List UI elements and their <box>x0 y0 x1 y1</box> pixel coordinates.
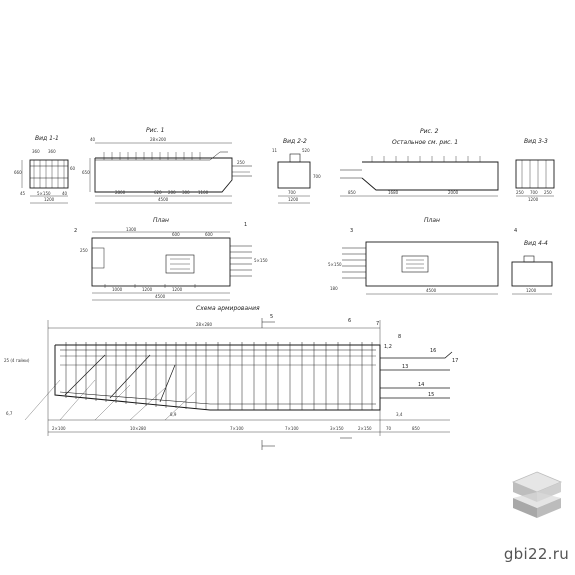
dim-label: 660 <box>14 170 22 175</box>
view-2-2 <box>277 153 311 204</box>
dim-label: 600 <box>172 232 180 237</box>
dim-label: 1200 <box>526 288 537 293</box>
dim-label: 1000 <box>112 287 123 292</box>
dim-label: 7×100 <box>230 426 244 431</box>
dim-label: 180 <box>330 286 338 291</box>
reinforcement-scheme <box>24 318 453 450</box>
title-view-3-3: Вид 3-3 <box>524 138 548 145</box>
dim-label: 4500 <box>426 288 437 293</box>
title-view-1-1: Вид 1-1 <box>35 135 59 142</box>
dim-label: 3,4 <box>396 412 403 417</box>
dim-label: 40 <box>62 191 68 196</box>
section-mark: 1 <box>244 222 247 228</box>
section-mark: 16 <box>430 348 436 354</box>
section-mark: 13 <box>402 364 408 370</box>
watermark: gbi22.ru <box>503 545 569 563</box>
figure-1-elevation <box>89 142 252 204</box>
title-figure-2: Рис. 2 <box>420 128 439 135</box>
title-reinforcement-scheme: Схема армирования <box>196 305 260 312</box>
dim-label: 28×200 <box>150 137 167 142</box>
dim-label: 1200 <box>288 197 299 202</box>
section-mark: 17 <box>452 358 458 364</box>
dim-label: 1300 <box>126 227 137 232</box>
dim-label: 360 <box>48 149 56 154</box>
dim-label: 40 <box>90 137 96 142</box>
dim-label: 3×150 <box>330 426 344 431</box>
dim-label: 8,9 <box>170 412 177 417</box>
plan-1 <box>91 231 252 301</box>
dim-label: 5×150 <box>328 262 342 267</box>
figure-2-elevation <box>340 156 499 197</box>
dim-label: 28×280 <box>196 322 213 327</box>
dim-label: 650 <box>82 170 90 175</box>
dim-label: 70 <box>386 426 392 431</box>
title-figure-2-note: Остальное см. рис. 1 <box>392 139 458 146</box>
section-mark: 14 <box>418 382 424 388</box>
section-mark: 15 <box>428 392 434 398</box>
title-plan-2: План <box>424 217 440 224</box>
dim-label: 1200 <box>528 197 539 202</box>
dim-label: 4500 <box>155 294 166 299</box>
dim-label: 1100 <box>198 190 209 195</box>
view-4-4 <box>511 255 553 295</box>
dim-label: 10×280 <box>130 426 147 431</box>
dim-label: 700 <box>288 190 296 195</box>
dim-label: 700 <box>530 190 538 195</box>
dim-label: 250 <box>516 190 524 195</box>
dim-label: 1200 <box>44 197 55 202</box>
dim-label: 45 <box>20 191 26 196</box>
dim-label: 250 <box>80 248 88 253</box>
dim-label: 850 <box>412 426 420 431</box>
dim-label: 200 <box>168 190 176 195</box>
dim-label: 7×100 <box>285 426 299 431</box>
section-mark: 2 <box>74 228 77 234</box>
dim-label: 2000 <box>448 190 459 195</box>
dim-label: 4500 <box>158 197 169 202</box>
dim-label: 2×100 <box>52 426 66 431</box>
dim-label: 300 <box>182 190 190 195</box>
title-figure-1: Рис. 1 <box>146 127 164 134</box>
dim-label: 250 <box>237 160 245 165</box>
dim-label: 2×150 <box>358 426 372 431</box>
section-mark: 7 <box>376 321 379 327</box>
dim-label: 5×150 <box>254 258 268 263</box>
title-view-2-2: Вид 2-2 <box>283 138 307 145</box>
dim-label: 600 <box>205 232 213 237</box>
section-mark: 5 <box>270 314 273 320</box>
dim-label: 700 <box>313 174 321 179</box>
dim-label: 360 <box>32 149 40 154</box>
dim-label: 520 <box>302 148 310 153</box>
dim-label: 11 <box>272 148 278 153</box>
dim-label: 6,7 <box>6 411 13 416</box>
view-1-1 <box>21 159 69 204</box>
section-mark: 1,2 <box>384 344 392 350</box>
dim-label: 1680 <box>388 190 399 195</box>
dim-label: 25 (4 гайки) <box>4 358 30 363</box>
section-mark: 4 <box>514 228 517 234</box>
dim-label: 250 <box>544 190 552 195</box>
dim-label: 1200 <box>142 287 153 292</box>
dim-label: 850 <box>348 190 356 195</box>
dim-label: 1200 <box>172 287 183 292</box>
cube-logo-icon <box>511 471 563 518</box>
plan-2 <box>342 241 499 295</box>
title-plan-1: План <box>153 217 169 224</box>
view-3-3 <box>515 159 555 197</box>
section-mark: 6 <box>348 318 351 324</box>
dim-label: 60 <box>70 166 76 171</box>
dim-label: 2800 <box>115 190 126 195</box>
title-view-4-4: Вид 4-4 <box>524 240 548 247</box>
section-mark: 3 <box>350 228 353 234</box>
dim-label: 5×150 <box>37 191 51 196</box>
dim-label: 620 <box>154 190 162 195</box>
section-mark: 8 <box>398 334 401 340</box>
